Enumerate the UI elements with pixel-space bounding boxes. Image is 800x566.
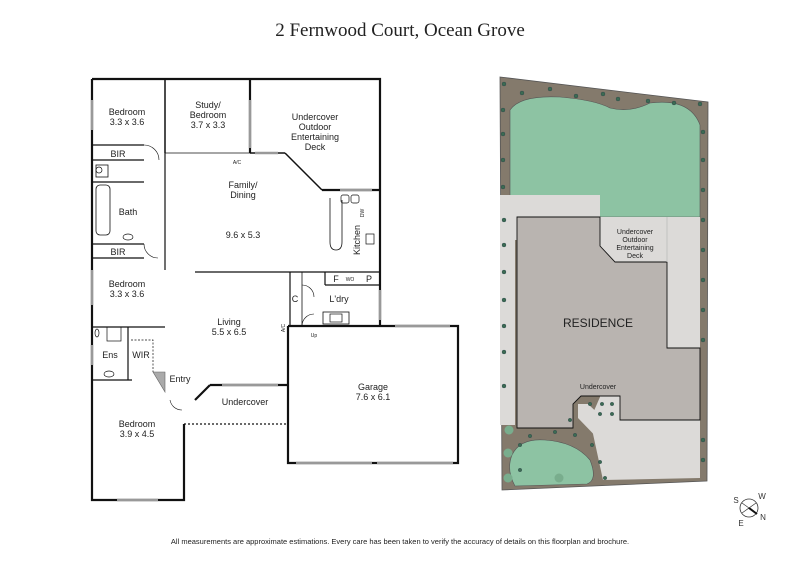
- room-study-name: Study/: [195, 100, 221, 110]
- room-undercover: Undercover: [222, 397, 269, 407]
- room-bedroom-2-name: Bedroom: [109, 107, 146, 117]
- room-deck-l1: Undercover: [292, 112, 339, 122]
- room-bir-1: BIR: [110, 149, 126, 159]
- site-deck-l3: Entertaining: [616, 245, 653, 252]
- compass-n: N: [760, 513, 766, 522]
- residence-label: RESIDENCE: [563, 316, 633, 330]
- room-study-size: 3.7 x 3.3: [191, 120, 226, 130]
- room-bedroom-3-name: Bedroom: [109, 279, 146, 289]
- room-living-name: Living: [217, 317, 241, 327]
- room-family-name: Family/: [229, 180, 258, 190]
- disclaimer: All measurements are approximate estimat…: [170, 537, 630, 546]
- room-master-name: Bedroom: [119, 419, 156, 429]
- room-garage-name: Garage: [358, 382, 388, 392]
- room-bir-2: BIR: [110, 247, 126, 257]
- dw-label: DW: [360, 209, 366, 218]
- site-deck-l4: Deck: [627, 253, 643, 260]
- site-undercover-label: Undercover: [580, 384, 617, 391]
- room-family-name2: Dining: [230, 190, 256, 200]
- floor-plan: [90, 77, 460, 502]
- ac-label-2: A/C: [281, 323, 287, 332]
- room-garage-size: 7.6 x 6.1: [356, 392, 391, 402]
- page-title: 2 Fernwood Court, Ocean Grove: [275, 20, 525, 41]
- compass-icon: W S E N: [733, 492, 766, 528]
- room-fridge: F: [333, 274, 339, 284]
- compass-e: E: [738, 519, 743, 528]
- room-study-name2: Bedroom: [190, 110, 227, 120]
- room-kitchen: Kitchen: [352, 225, 362, 255]
- room-ens: Ens: [102, 350, 118, 360]
- room-pantry: P: [366, 274, 372, 284]
- room-bedroom-2-size: 3.3 x 3.6: [110, 117, 145, 127]
- compass-s: S: [733, 496, 738, 505]
- site-plan: RESIDENCE Undercover Outdoor Entertainin…: [499, 76, 709, 491]
- room-living-size: 5.5 x 6.5: [212, 327, 247, 337]
- room-cupboard: C: [292, 294, 299, 304]
- room-family-size: 9.6 x 5.3: [226, 230, 261, 240]
- site-deck-l2: Outdoor: [622, 237, 648, 244]
- room-deck-l4: Deck: [305, 142, 326, 152]
- room-laundry: L'dry: [329, 294, 349, 304]
- room-wir: WIR: [132, 350, 150, 360]
- compass-w: W: [758, 492, 766, 501]
- room-master-size: 3.9 x 4.5: [120, 429, 155, 439]
- ac-label-1: A/C: [233, 160, 242, 166]
- room-bath: Bath: [119, 207, 138, 217]
- up-label: Up: [311, 333, 318, 339]
- site-deck-l1: Undercover: [617, 229, 654, 236]
- room-deck-l3: Entertaining: [291, 132, 339, 142]
- room-entry: Entry: [169, 374, 191, 384]
- room-bedroom-3-size: 3.3 x 3.6: [110, 289, 145, 299]
- room-wall-oven: WO: [346, 277, 355, 283]
- room-labels: Bedroom 3.3 x 3.6 Study/ Bedroom 3.7 x 3…: [102, 100, 390, 439]
- room-deck-l2: Outdoor: [299, 122, 332, 132]
